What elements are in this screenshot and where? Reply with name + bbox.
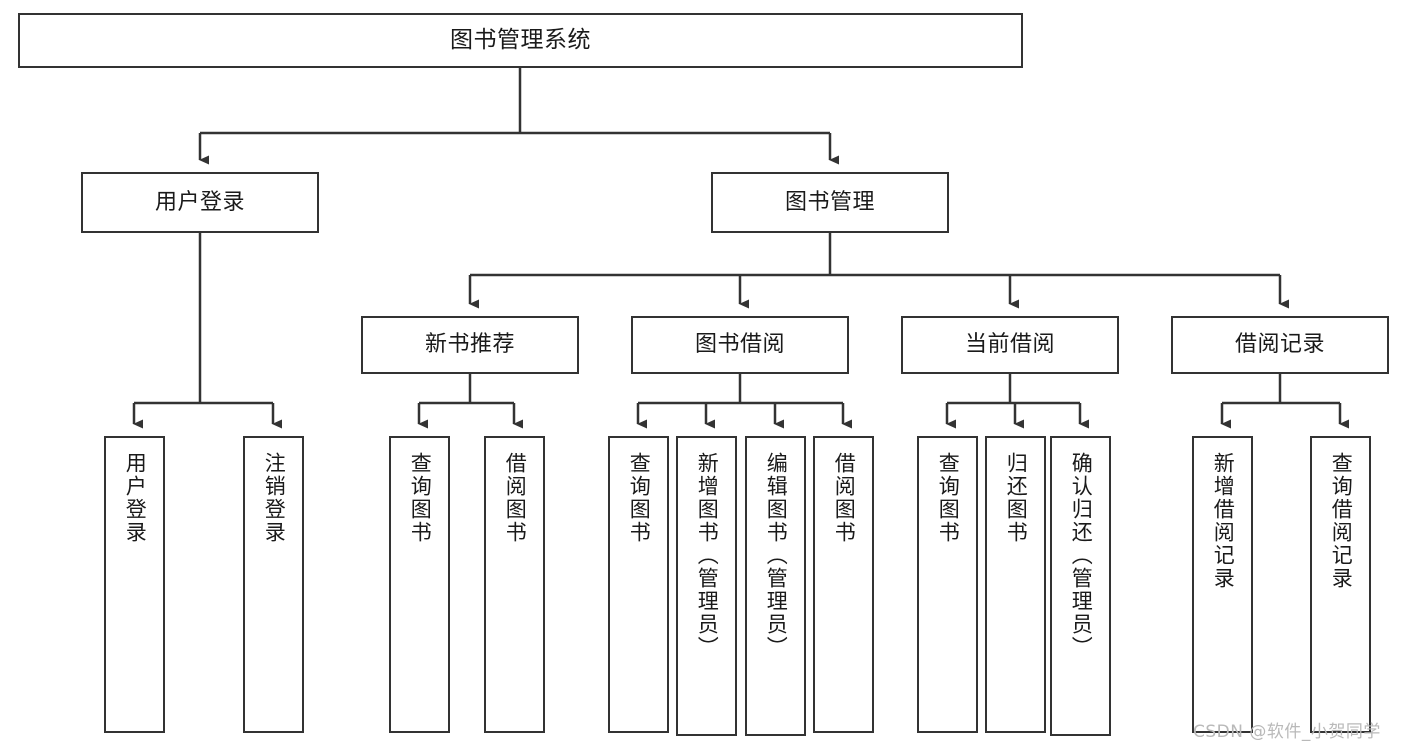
node-current-borrow-label: 当前借阅 [964, 332, 1055, 358]
node-book-management-label: 图书管理 [784, 189, 875, 215]
leaf-edit-book-admin-label: 编辑图书（管理员） [764, 452, 789, 659]
leaf-query-book-borrow[interactable]: 查询图书 [608, 436, 669, 733]
node-root[interactable]: 图书管理系统 [18, 13, 1023, 68]
node-current-borrow[interactable]: 当前借阅 [901, 316, 1119, 374]
leaf-add-borrow-record[interactable]: 新增借阅记录 [1192, 436, 1253, 733]
leaf-confirm-return-admin-label: 确认归还（管理员） [1069, 452, 1094, 659]
node-new-book-recommend[interactable]: 新书推荐 [361, 316, 579, 374]
leaf-add-book-admin[interactable]: 新增图书（管理员） [676, 436, 737, 736]
node-new-book-recommend-label: 新书推荐 [424, 332, 515, 358]
leaf-return-book-label: 归还图书 [1004, 452, 1029, 544]
leaf-query-book-current-label: 查询图书 [936, 452, 961, 544]
node-borrow-record[interactable]: 借阅记录 [1171, 316, 1389, 374]
leaf-return-book[interactable]: 归还图书 [985, 436, 1046, 733]
leaf-add-borrow-record-label: 新增借阅记录 [1211, 452, 1236, 590]
leaf-logout[interactable]: 注销登录 [243, 436, 304, 733]
leaf-borrow-book-new-label: 借阅图书 [503, 452, 528, 544]
leaf-query-book-current[interactable]: 查询图书 [917, 436, 978, 733]
leaf-borrow-book-new[interactable]: 借阅图书 [484, 436, 545, 733]
leaf-query-book-new[interactable]: 查询图书 [389, 436, 450, 733]
leaf-query-borrow-record[interactable]: 查询借阅记录 [1310, 436, 1371, 733]
node-root-label: 图书管理系统 [450, 26, 591, 53]
leaf-query-book-borrow-label: 查询图书 [627, 452, 652, 544]
csdn-watermark: CSDN @软件_小贺同学 [1193, 722, 1381, 742]
leaf-borrow-book[interactable]: 借阅图书 [813, 436, 874, 733]
leaf-borrow-book-label: 借阅图书 [832, 452, 857, 544]
node-book-borrow-label: 图书借阅 [694, 332, 785, 358]
node-user-login-label: 用户登录 [154, 189, 245, 215]
leaf-query-book-new-label: 查询图书 [408, 452, 433, 544]
leaf-confirm-return-admin[interactable]: 确认归还（管理员） [1050, 436, 1111, 736]
leaf-user-login-label: 用户登录 [123, 452, 148, 544]
node-book-management[interactable]: 图书管理 [711, 172, 949, 233]
node-book-borrow[interactable]: 图书借阅 [631, 316, 849, 374]
leaf-add-book-admin-label: 新增图书（管理员） [695, 452, 720, 659]
node-borrow-record-label: 借阅记录 [1234, 332, 1325, 358]
leaf-query-borrow-record-label: 查询借阅记录 [1329, 452, 1354, 590]
leaf-logout-label: 注销登录 [262, 452, 287, 544]
leaf-user-login[interactable]: 用户登录 [104, 436, 165, 733]
node-user-login[interactable]: 用户登录 [81, 172, 319, 233]
leaf-edit-book-admin[interactable]: 编辑图书（管理员） [745, 436, 806, 736]
